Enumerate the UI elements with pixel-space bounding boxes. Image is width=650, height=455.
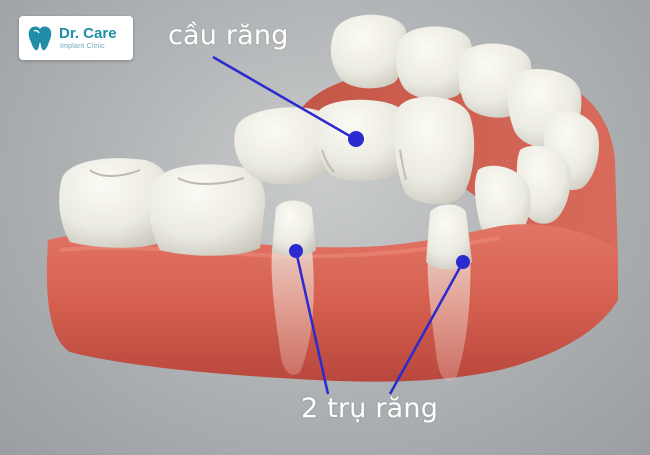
tooth-icon — [28, 26, 52, 51]
molar-groove — [177, 177, 245, 185]
back-tooth — [330, 14, 407, 89]
abutment-post — [426, 204, 472, 270]
pointer-line-abutment-left — [294, 250, 330, 395]
back-tooth — [474, 165, 531, 243]
abutment-root — [427, 248, 471, 382]
pointer-dot-abutment-left — [289, 244, 303, 258]
bridge-label: cầu răng — [168, 20, 289, 51]
pointer-dot-bridge — [348, 131, 364, 147]
logo-tagline: Implant Clinic — [60, 43, 105, 50]
pointer-line-abutment-right — [388, 261, 465, 395]
left-molar — [59, 158, 170, 248]
pointer-dot-abutment-right — [456, 255, 470, 269]
abutments-label: 2 trụ răng — [301, 393, 439, 424]
molar-groove — [89, 169, 141, 177]
front-gum — [46, 224, 619, 382]
clinic-logo: Dr. Care Implant Clinic — [19, 16, 133, 60]
abutment-post — [272, 200, 316, 256]
bridge-crown-right — [394, 96, 475, 205]
logo-name: Dr. Care — [59, 25, 117, 42]
bridge-crown-left — [234, 107, 332, 185]
bridge-joint-shade — [321, 149, 335, 173]
left-molar — [149, 164, 266, 256]
back-tooth — [396, 26, 473, 100]
bridge-joint-shade — [399, 149, 407, 181]
pointer-line-bridge — [212, 55, 356, 141]
